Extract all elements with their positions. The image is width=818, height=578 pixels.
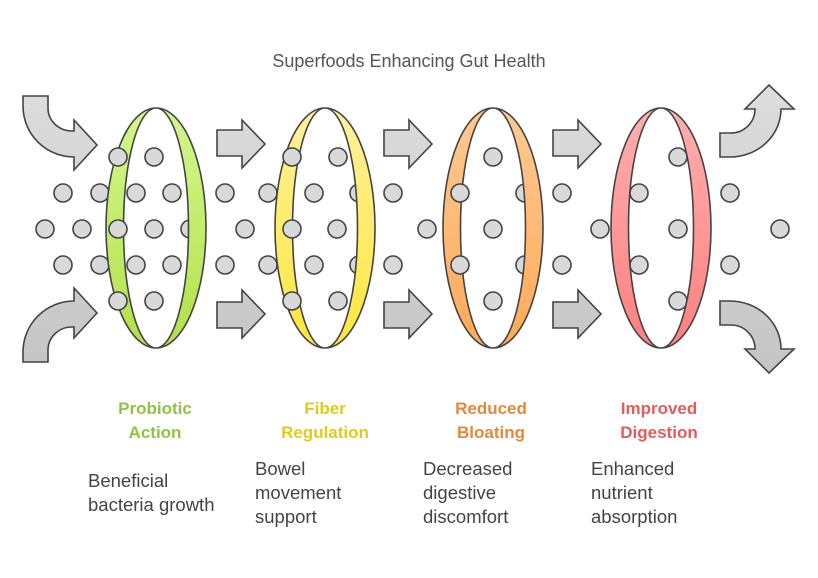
particle-dot xyxy=(327,219,347,239)
stage-description-probiotic-action: Beneficial bacteria growth xyxy=(88,457,248,529)
stage-label-line: Regulation xyxy=(281,423,369,442)
particle-dot xyxy=(90,255,110,275)
particle-dot xyxy=(483,219,503,239)
particle-dot xyxy=(53,183,73,203)
diagram-title: Superfoods Enhancing Gut Health xyxy=(272,51,546,71)
particle-dot xyxy=(720,183,740,203)
ring-probiotic-action xyxy=(105,107,207,349)
description-line: Beneficial xyxy=(88,470,169,491)
description-line: Enhanced xyxy=(591,458,675,479)
particle-dot xyxy=(108,219,128,239)
stage-label-line: Action xyxy=(128,423,182,442)
curved-arrow-out-top-icon xyxy=(719,83,796,158)
arrow-right-icon xyxy=(216,288,267,340)
particle-dot xyxy=(552,183,572,203)
stage-label-line: Fiber xyxy=(304,399,346,418)
stage-label-reduced-bloating: Reduced Bloating xyxy=(411,397,571,445)
stage-label-probiotic-action: Probiotic Action xyxy=(75,397,235,445)
stage-description-fiber-regulation: Bowel movement support xyxy=(255,457,415,529)
particle-dot xyxy=(328,291,348,311)
curved-arrow-out-bottom-icon xyxy=(719,300,796,375)
particle-dot xyxy=(668,219,688,239)
stage-label-line: Reduced xyxy=(455,399,527,418)
particle-dot xyxy=(144,291,164,311)
particle-dot xyxy=(35,219,55,239)
particle-dot xyxy=(483,147,503,167)
particles-front xyxy=(35,147,790,311)
description-line: movement xyxy=(255,482,342,503)
particle-dot xyxy=(590,219,610,239)
particle-dot xyxy=(417,219,437,239)
particle-dot xyxy=(126,183,146,203)
curved-arrow-in-top-icon xyxy=(22,95,99,173)
ring-reduced-bloating xyxy=(442,107,544,349)
particle-dot xyxy=(770,219,790,239)
description-line: nutrient xyxy=(591,482,653,503)
particle-dot xyxy=(108,291,128,311)
particle-dot xyxy=(162,183,182,203)
particle-dot xyxy=(668,291,688,311)
arrow-right-icon xyxy=(383,288,434,340)
particle-dot xyxy=(450,255,470,275)
description-line: absorption xyxy=(591,506,678,527)
stage-label-fiber-regulation: Fiber Regulation xyxy=(245,397,405,445)
particle-dot xyxy=(53,255,73,275)
particle-dot xyxy=(258,255,278,275)
particle-dot xyxy=(304,255,324,275)
particle-dot xyxy=(144,147,164,167)
description-line: support xyxy=(255,506,317,527)
particle-dot xyxy=(383,183,403,203)
particle-dot xyxy=(383,255,403,275)
particle-dot xyxy=(235,219,255,239)
particle-dot xyxy=(282,147,302,167)
particle-dot xyxy=(215,183,235,203)
ring-improved-digestion xyxy=(610,107,712,349)
description-line: discomfort xyxy=(423,506,509,527)
stage-label-line: Digestion xyxy=(620,423,698,442)
particle-dot xyxy=(162,255,182,275)
particle-dot xyxy=(215,255,235,275)
stage-label-line: Improved xyxy=(620,399,698,418)
particle-dot xyxy=(90,183,110,203)
particle-dot xyxy=(258,183,278,203)
particle-dot xyxy=(144,219,164,239)
stage-label-line: Probiotic xyxy=(118,399,192,418)
stage-description-improved-digestion: Enhanced nutrient absorption xyxy=(591,457,751,529)
curved-arrow-in-bottom-icon xyxy=(22,285,99,363)
description-line: bacteria growth xyxy=(88,494,215,515)
ring-fiber-regulation xyxy=(274,107,376,349)
arrow-right-icon xyxy=(216,118,267,170)
particle-dot xyxy=(282,219,302,239)
particle-dot xyxy=(629,255,649,275)
particle-dot xyxy=(304,183,324,203)
stage-label-improved-digestion: Improved Digestion xyxy=(579,397,739,445)
stage-description-reduced-bloating: Decreased digestive discomfort xyxy=(423,457,583,529)
particles-behind-rings xyxy=(90,147,688,311)
particle-dot xyxy=(668,147,688,167)
description-line: digestive xyxy=(423,482,497,503)
description-line: Decreased xyxy=(423,458,513,479)
filter-rings xyxy=(105,107,712,349)
particle-dot xyxy=(282,291,302,311)
particle-dot xyxy=(328,147,348,167)
particle-dot xyxy=(483,291,503,311)
arrow-right-icon xyxy=(383,118,434,170)
particle-dot xyxy=(108,147,128,167)
particle-dot xyxy=(450,183,470,203)
description-line: Bowel xyxy=(255,458,306,479)
arrow-right-icon xyxy=(552,288,603,340)
arrow-right-icon xyxy=(552,118,603,170)
stage-label-line: Bloating xyxy=(457,423,525,442)
particle-dot xyxy=(720,255,740,275)
particle-dot xyxy=(552,255,572,275)
flow-arrows xyxy=(22,83,796,375)
particle-dot xyxy=(72,219,92,239)
particle-dot xyxy=(629,183,649,203)
particle-dot xyxy=(126,255,146,275)
